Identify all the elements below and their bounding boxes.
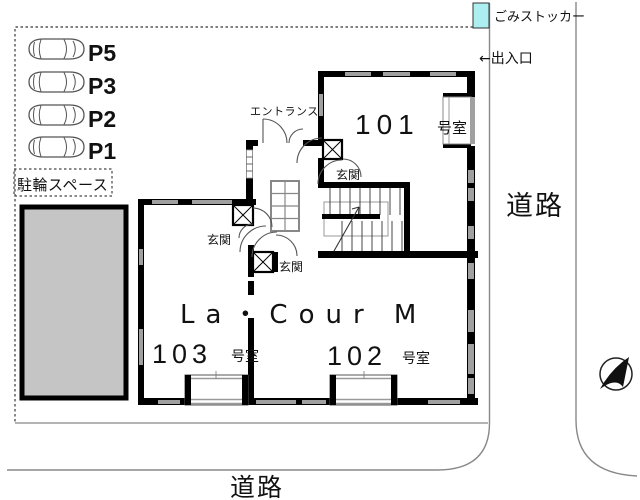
genkan-103-upper-door-arc [252,207,273,228]
genkan-101-inner-door-arc [317,159,343,185]
entrance-hall-label: エントランス [250,105,319,118]
entrance-door-left-arc [262,118,288,144]
compass-icon [599,357,633,391]
x-box-102 [251,250,275,274]
x-box-103 [231,203,255,227]
genkan-102-door-arc [251,231,278,258]
building-name-label: La・Cour M [180,300,427,330]
garbage-stocker-box [472,2,490,29]
road-lines [7,2,638,477]
room-101-label: 101 号室 [355,109,467,140]
parking-spot-label: P3 [88,73,116,99]
bicycle-space-box [13,168,113,197]
entrance-door-right-arc [288,128,304,144]
stair-direction-arrow [333,206,360,252]
road-inner-edge-line [7,3,491,471]
genkan-101-door-arc [296,137,323,164]
parking-area: P5 P3 P2 P1 駐輪スペース [13,38,116,197]
hall-door-arc [342,158,362,178]
exit-label: ←出入口 [479,51,533,67]
room-102-number: 102 [327,341,387,371]
car-icon [28,71,85,93]
bay-window-103 [184,371,249,406]
room-103-suffix: 号室 [231,348,259,365]
genkan-103-door-arc [239,225,267,253]
genkan-102-second-door-arc [275,234,298,257]
genkan-101-label: 玄関 [336,167,360,182]
road-right-label: 道路 [506,191,564,222]
staircase [322,188,403,252]
property-boundary-dashed-line [14,26,473,423]
wall-windows [139,72,474,404]
x-box-101 [321,138,344,161]
neighbor-building [19,204,129,401]
room-103-label: 103 号室 [152,339,259,369]
parking-spot-p5: P5 [28,38,116,66]
garbage-stocker-label: ごみストッカー [494,9,585,25]
car-icon [28,136,85,158]
room-102-suffix: 号室 [402,350,430,367]
door-arcs [238,118,362,258]
shoe-cabinet [270,180,300,232]
genkan-103-small-door-arc [238,223,254,239]
road-outer-edge-line [575,2,638,477]
entrance-side-window [246,149,253,179]
parking-spot-label: P2 [88,106,116,132]
bicycle-space-label: 駐輪スペース [17,176,108,194]
room-101-suffix: 号室 [437,119,467,137]
room-101-number: 101 [355,109,420,140]
parking-spot-label: P5 [88,40,116,66]
genkan-x-boxes [231,138,344,274]
parking-spot-p3: P3 [28,71,116,99]
genkan-103-label: 玄関 [207,232,231,247]
parking-spot-p2: P2 [28,104,116,132]
bay-window-101 [442,96,475,145]
room-103-number: 103 [152,339,212,369]
bay-window-102 [329,371,398,406]
parking-spot-p1: P1 [28,136,116,164]
parking-spot-label: P1 [88,138,116,164]
genkan-102-label: 玄関 [279,259,303,274]
car-icon [28,38,85,60]
car-icon [28,104,85,126]
road-bottom-label: 道路 [230,473,284,500]
room-102-label: 102 号室 [327,341,430,371]
